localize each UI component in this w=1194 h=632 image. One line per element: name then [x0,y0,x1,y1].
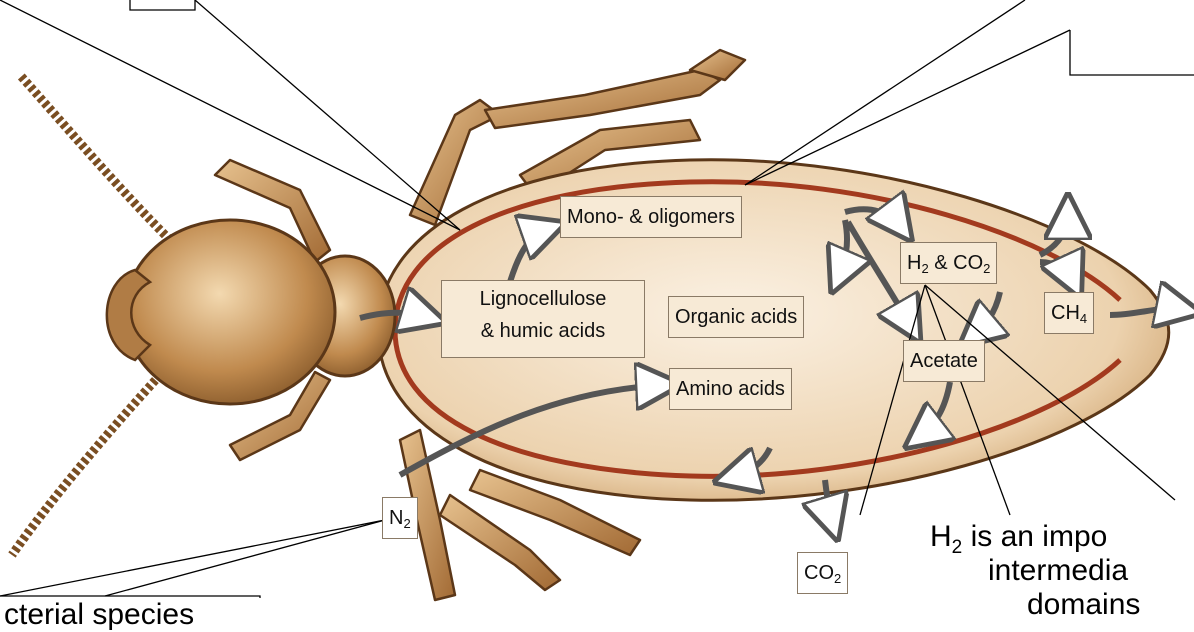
label-h2-co2: H2 & CO2 [900,242,997,284]
ch4-main: CH [1051,302,1080,324]
h2co2-sub1: 2 [921,261,928,276]
label-acetate: Acetate [903,340,985,382]
ch4-sub: 4 [1080,311,1087,326]
callout-line1-rest: is an impo [962,520,1107,553]
co2-sub: 2 [834,571,841,586]
callout-bottom-left: cterial species [0,598,262,632]
antenna-upper [20,75,170,240]
label-co2: CO2 [797,552,848,594]
n2-main: N [389,507,403,529]
label-monomers: Mono- & oligomers [560,196,742,238]
callout-h: H [930,520,952,553]
antenna-lower [12,375,160,555]
co2-main: CO [804,562,834,584]
callout-bottom-right: H2 is an impo intermedia domains [930,520,1194,629]
h2co2-sub2: 2 [983,261,990,276]
label-lignocellulose-line2: & humic acids [448,320,638,342]
callout-h-sub: 2 [952,537,963,558]
label-amino-acids: Amino acids [669,368,792,410]
label-lignocellulose: Lignocellulose & humic acids [441,280,645,358]
label-ch4: CH4 [1044,292,1094,334]
label-organic-acids: Organic acids [668,296,804,338]
h2co2-h: H [907,252,921,274]
label-lignocellulose-line1: Lignocellulose [448,288,638,310]
h2co2-mid: & CO [929,252,983,274]
callout-bottom-right-line1: H2 is an impo [930,520,1194,554]
n2-sub: 2 [403,516,410,531]
callout-bottom-right-line2: intermedia [930,554,1194,588]
head [125,220,335,404]
label-n2: N2 [382,497,418,539]
callout-bottom-right-line3: domains [930,588,1194,622]
